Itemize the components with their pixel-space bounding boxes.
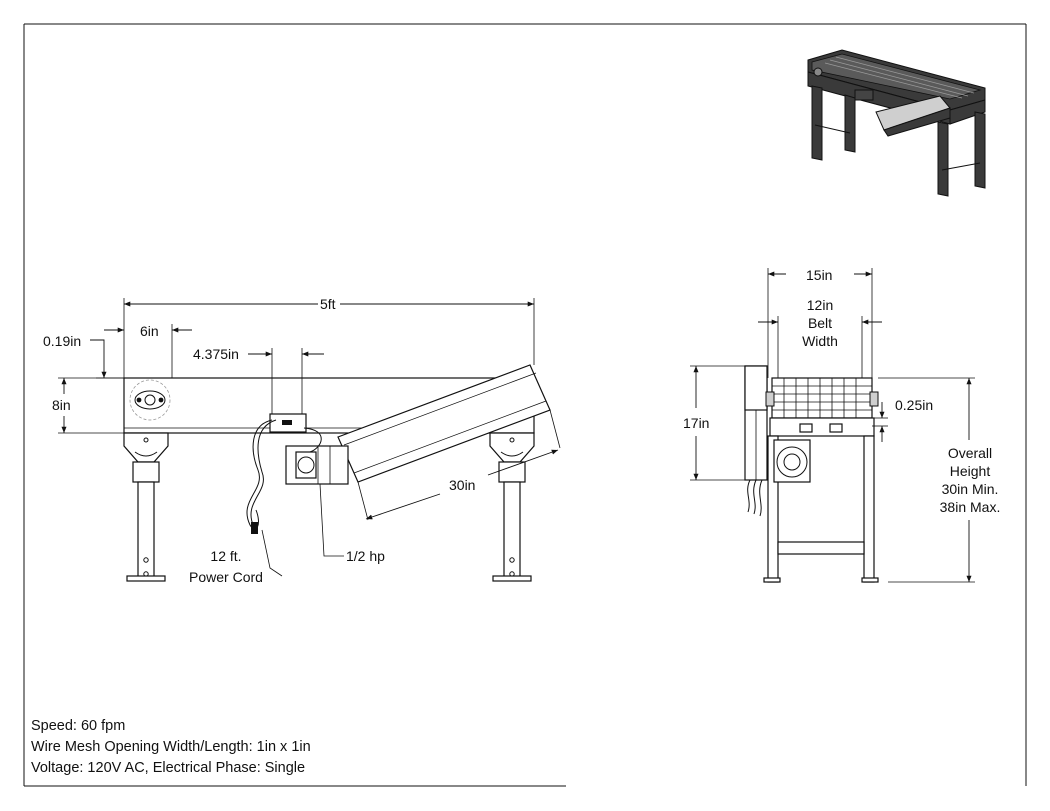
- end-view-right-leg: [863, 435, 875, 583]
- left-leg-bracket: [123, 432, 169, 463]
- cord-plug: [251, 522, 258, 534]
- overall-height-label-4: 38in Max.: [940, 499, 1001, 515]
- isometric-view: [807, 49, 986, 197]
- power-cord-label-2: Power Cord: [189, 569, 263, 585]
- voltage-spec: Voltage: 120V AC, Electrical Phase: Sing…: [31, 760, 306, 776]
- belt-width-label-3: Width: [802, 333, 838, 349]
- gear-motor: [285, 445, 349, 485]
- height-17in-label: 17in: [683, 415, 709, 431]
- offset-4-375in-label: 4.375in: [193, 346, 239, 362]
- offset-6in-label: 6in: [140, 323, 159, 339]
- speed-spec: Speed: 60 fpm: [31, 718, 126, 734]
- specifications-block: Speed: 60 fpm Wire Mesh Opening Width/Le…: [31, 716, 311, 779]
- belt-offset-label: 0.25in: [895, 397, 933, 413]
- frame-8in-label: 8in: [52, 397, 71, 413]
- overall-height-label-2: Height: [950, 463, 991, 479]
- wire-mesh-belt: [771, 377, 873, 419]
- motor-hp-label: 1/2 hp: [346, 548, 385, 564]
- width-15in-label: 15in: [806, 267, 832, 283]
- overall-height-label-3: 30in Min.: [942, 481, 999, 497]
- bearing-outline: [129, 379, 171, 421]
- sheet-border: [23, 23, 1027, 787]
- overall-height-label-1: Overall: [948, 445, 992, 461]
- end-view: 15in 12in Belt Width 0.25in 17in Overall…: [683, 267, 1001, 583]
- length-dimension-label: 5ft: [320, 296, 336, 312]
- right-leg-bracket: [489, 432, 535, 463]
- belt-width-label-2: Belt: [808, 315, 832, 331]
- side-view: 5ft 6in 0.19in 4.375in 8in 30in 12 ft. P…: [43, 296, 561, 585]
- mesh-opening-spec: Wire Mesh Opening Width/Length: 1in x 1i…: [31, 739, 311, 755]
- hopper-30in-label: 30in: [449, 477, 475, 493]
- offset-0-19in-label: 0.19in: [43, 333, 81, 349]
- belt-width-label-1: 12in: [807, 297, 833, 313]
- power-cord-label-1: 12 ft.: [210, 548, 241, 564]
